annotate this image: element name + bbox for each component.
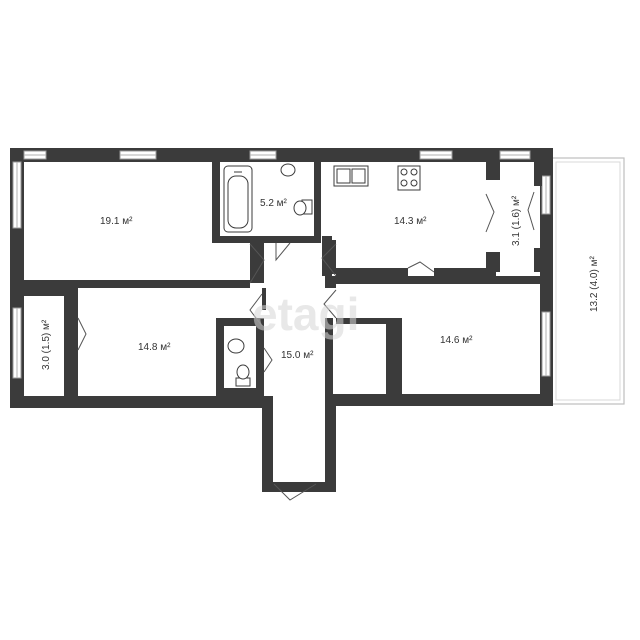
door-kitchen-inner bbox=[407, 261, 435, 273]
door-room3 bbox=[323, 289, 337, 319]
door-loggia-right bbox=[485, 193, 495, 233]
wc-toilet-icon bbox=[236, 364, 250, 380]
balcony-outline bbox=[551, 157, 625, 405]
windows bbox=[12, 150, 551, 379]
wc-sink-icon bbox=[227, 338, 245, 354]
balcony-long-area: 13.2 (4.0) м² bbox=[589, 256, 600, 312]
door-wc bbox=[263, 347, 273, 373]
door-loggia-left bbox=[77, 317, 87, 351]
doors bbox=[77, 191, 535, 501]
door-kitchen bbox=[321, 243, 337, 277]
interior-walls bbox=[24, 162, 542, 398]
toilet-icon bbox=[293, 200, 307, 216]
door-room2 bbox=[249, 293, 263, 327]
kitchen-area: 14.3 м² bbox=[394, 216, 427, 227]
watermark: etagi bbox=[252, 288, 359, 340]
loggia-left-area: 3.0 (1.5) м² bbox=[41, 319, 52, 370]
room-1-area: 19.1 м² bbox=[100, 216, 133, 227]
bathroom-area: 5.2 м² bbox=[260, 198, 288, 209]
room-3-area: 14.6 м² bbox=[440, 335, 473, 346]
sink-icon bbox=[280, 163, 296, 177]
stove-icon bbox=[397, 165, 421, 191]
balcony-inner-outline bbox=[555, 161, 621, 401]
door-room1 bbox=[249, 243, 265, 284]
door-entrance bbox=[273, 483, 317, 501]
door-loggia-right-2 bbox=[527, 191, 535, 231]
room-2-area: 14.8 м² bbox=[138, 342, 171, 353]
hallway-area: 15.0 м² bbox=[281, 350, 314, 361]
door-bathroom bbox=[275, 242, 291, 262]
loggia-right-small-area: 3.1 (1.6) м² bbox=[511, 195, 522, 246]
fixtures bbox=[223, 163, 421, 387]
